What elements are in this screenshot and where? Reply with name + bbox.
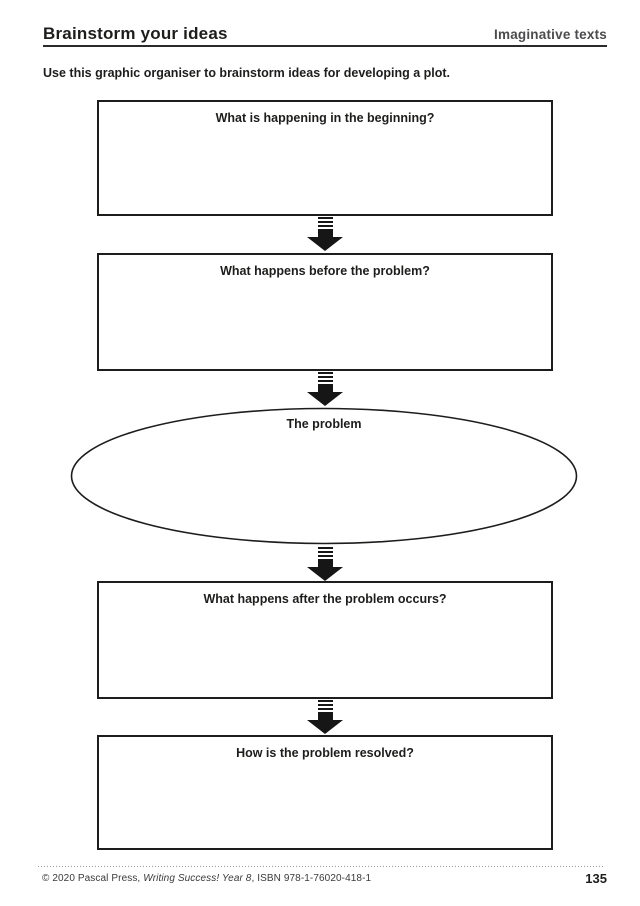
- flow-ellipse-problem-label: The problem: [286, 417, 362, 431]
- instruction-text: Use this graphic organiser to brainstorm…: [43, 66, 451, 80]
- arrow-head: [307, 567, 343, 581]
- arrow-head: [307, 237, 343, 251]
- book-title: Writing Success! Year 8: [143, 873, 252, 884]
- flow-box-before-problem: What happens before the problem?: [97, 253, 553, 371]
- copyright-prefix: © 2020 Pascal Press,: [42, 873, 144, 884]
- header-rule: [43, 45, 607, 47]
- flow-box-after-problem: What happens after the problem occurs?: [97, 581, 553, 699]
- page-number: 135: [585, 871, 607, 886]
- flow-box-resolved: How is the problem resolved?: [97, 735, 553, 850]
- ellipse-outline: [70, 407, 578, 545]
- arrow-stripes: [317, 372, 333, 384]
- flow-box-beginning: What is happening in the beginning?: [97, 100, 553, 216]
- flow-box-before-problem-label: What happens before the problem?: [220, 264, 430, 278]
- flow-box-after-problem-label: What happens after the problem occurs?: [203, 592, 447, 606]
- arrow-stripes: [317, 547, 333, 559]
- flow-box-beginning-label: What is happening in the beginning?: [215, 111, 435, 125]
- arrow-stripes: [317, 700, 333, 712]
- copyright-text: © 2020 Pascal Press, Writing Success! Ye…: [42, 873, 371, 884]
- down-arrow-icon: [307, 372, 343, 406]
- down-arrow-icon: [307, 700, 343, 734]
- page-title: Brainstorm your ideas: [43, 24, 228, 43]
- flow-ellipse-problem: The problem: [70, 407, 578, 545]
- isbn-text: , ISBN 978-1-76020-418-1: [251, 873, 372, 884]
- arrow-shaft: [317, 384, 333, 392]
- section-label: Imaginative texts: [494, 27, 607, 42]
- flow-box-resolved-label: How is the problem resolved?: [236, 746, 414, 760]
- arrow-shaft: [317, 712, 333, 720]
- footer-rule: [38, 866, 604, 867]
- arrow-shaft: [317, 229, 333, 237]
- down-arrow-icon: [307, 217, 343, 251]
- arrow-head: [307, 720, 343, 734]
- arrow-head: [307, 392, 343, 406]
- arrow-shaft: [317, 559, 333, 567]
- down-arrow-icon: [307, 547, 343, 581]
- arrow-stripes: [317, 217, 333, 229]
